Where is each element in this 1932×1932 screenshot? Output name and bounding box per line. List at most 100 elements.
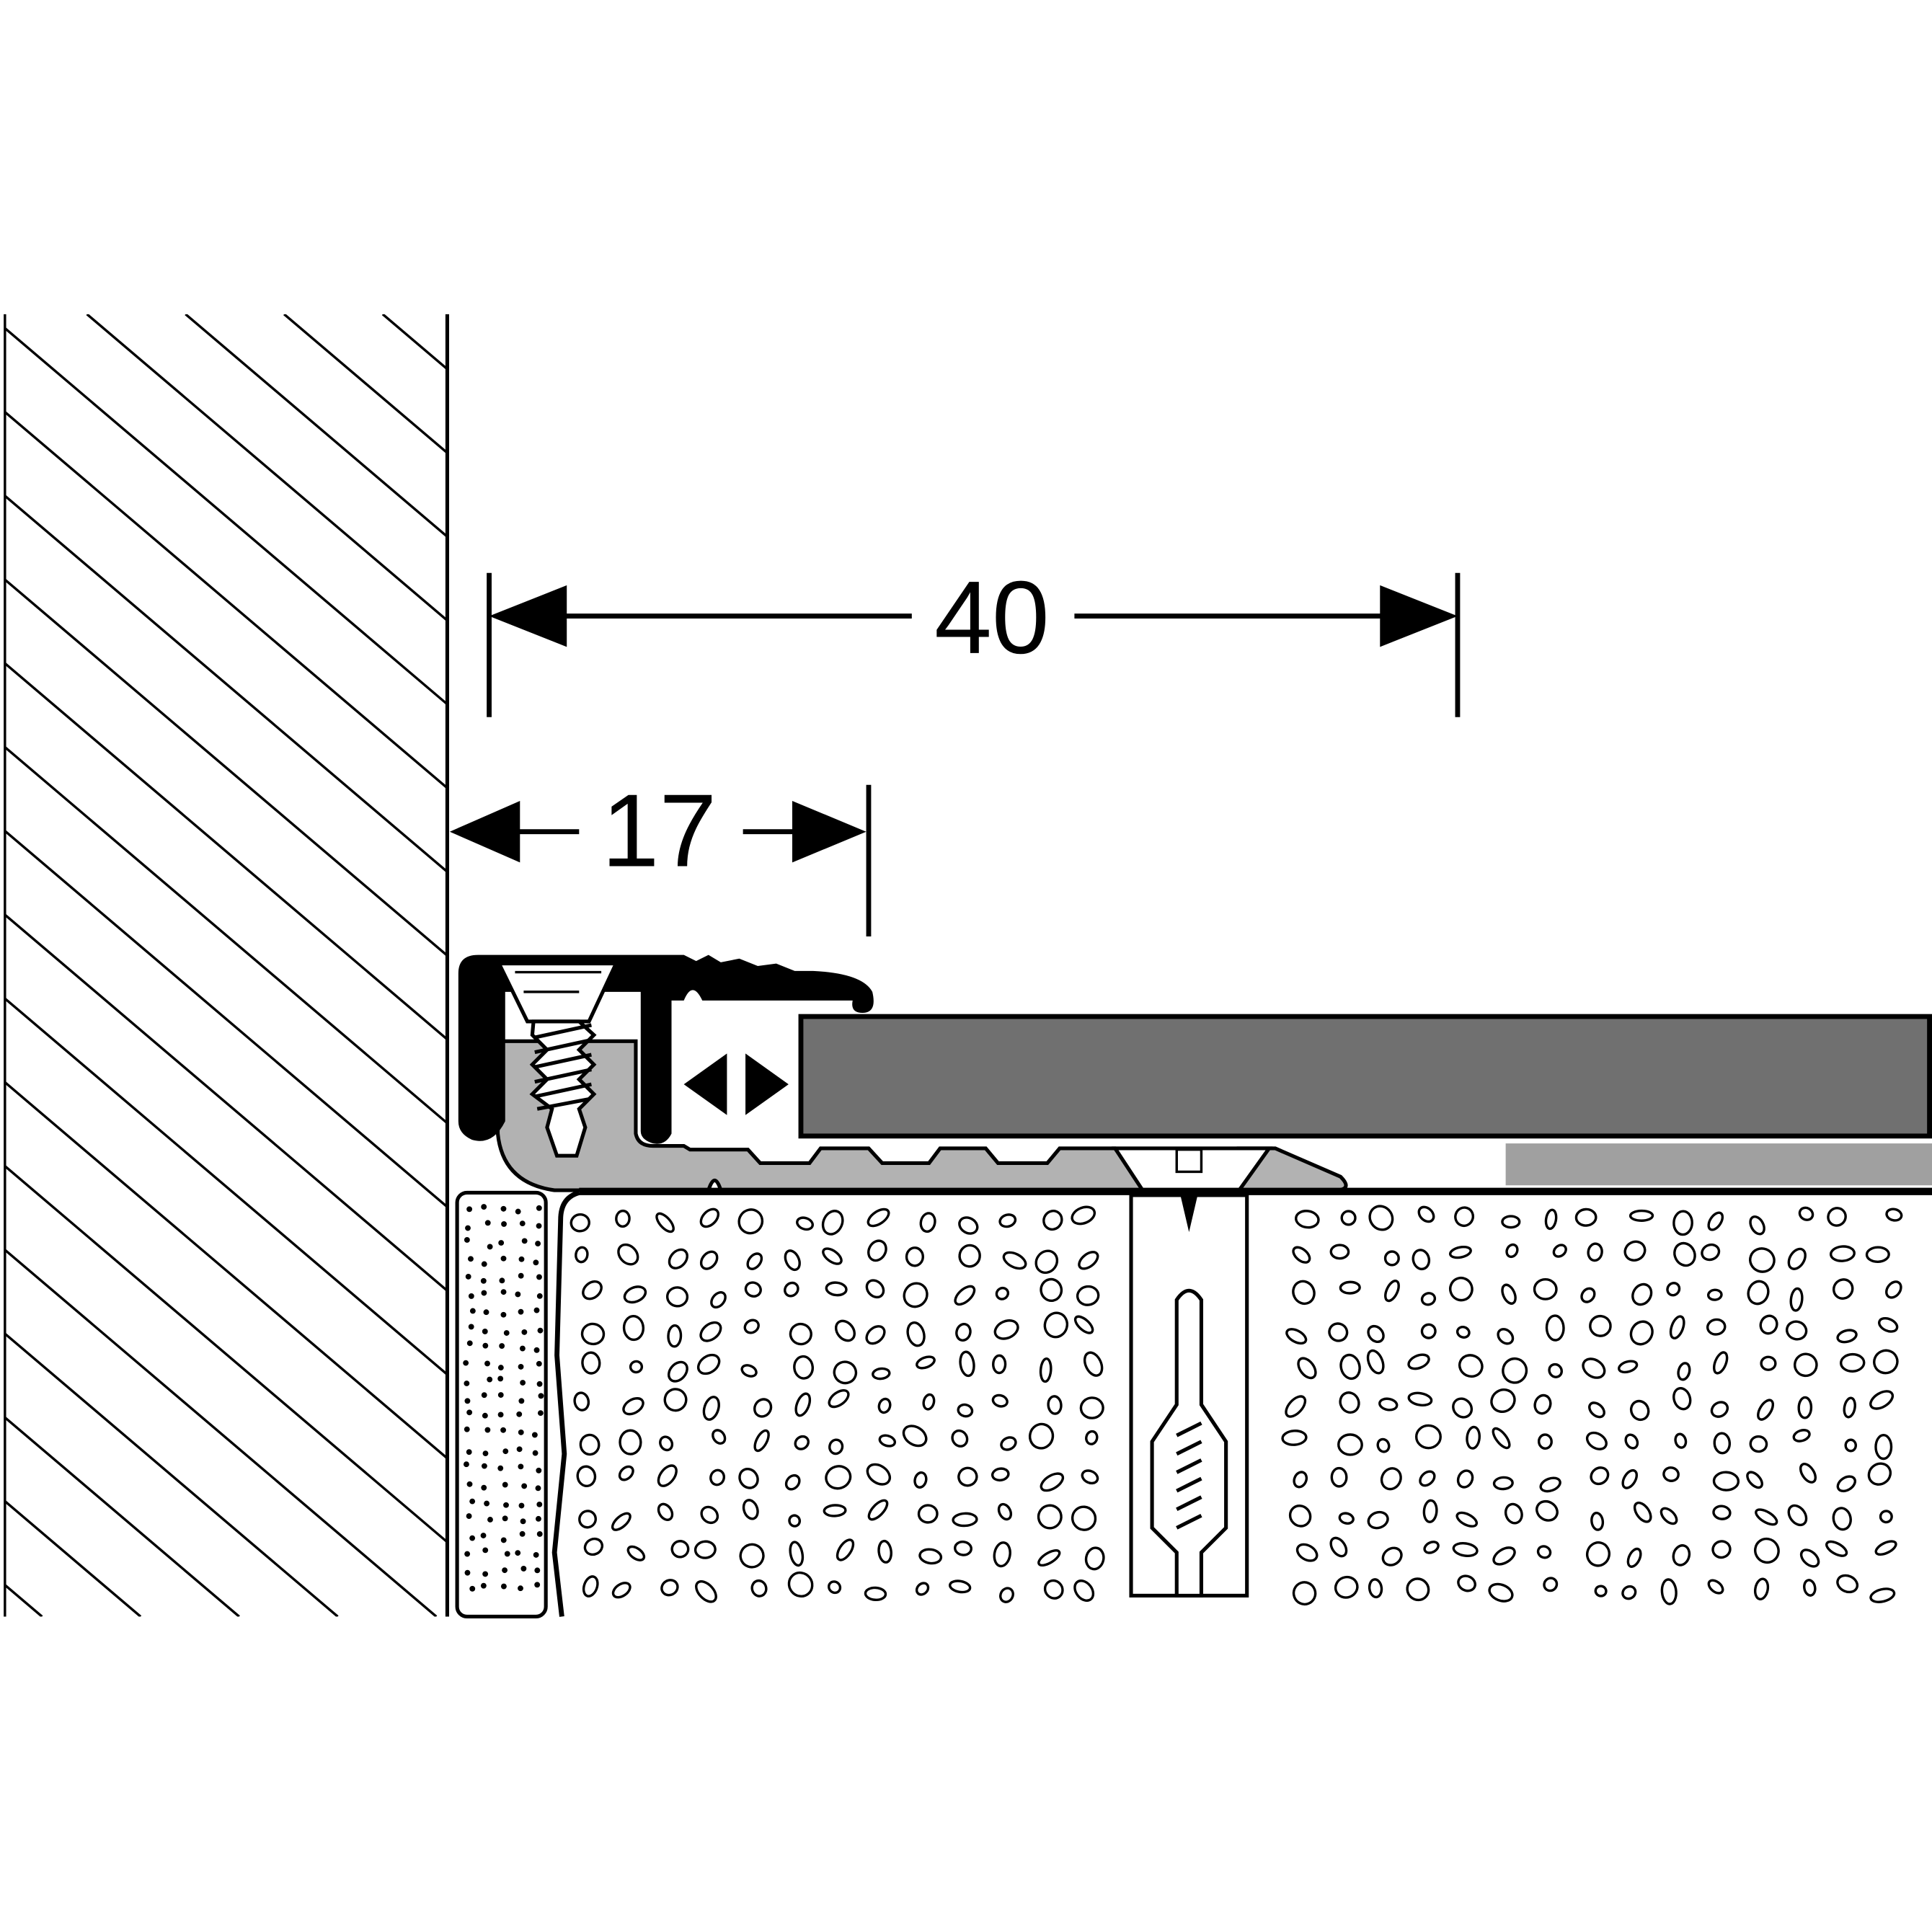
insulation-dot — [497, 1375, 504, 1382]
aggregate-pebble — [1869, 1390, 1895, 1410]
aggregate-pebble — [753, 1398, 773, 1418]
aggregate-pebble — [1789, 1287, 1804, 1312]
arrow-left-icon — [449, 800, 520, 863]
insulation-dot — [516, 1446, 523, 1453]
wall-section — [4, 314, 449, 1617]
insulation-dot — [464, 1398, 471, 1404]
arrow-right-icon — [1380, 585, 1458, 647]
aggregate-pebble — [663, 1388, 688, 1412]
aggregate-pebble — [1412, 1249, 1431, 1271]
aggregate-pebble — [1454, 1206, 1475, 1228]
aggregate-pebble — [1580, 1287, 1596, 1303]
hatch-line — [381, 314, 448, 371]
insulation-dot — [532, 1450, 539, 1456]
aggregate-pebble — [1799, 1463, 1817, 1484]
insulation-dot — [469, 1498, 476, 1505]
insulation-dot — [519, 1345, 526, 1352]
insulation-dot — [536, 1531, 543, 1537]
insulation-dot — [469, 1535, 476, 1541]
aggregate-pebble — [668, 1248, 688, 1269]
insulation-dot — [484, 1427, 491, 1433]
aggregate-pebble — [877, 1397, 892, 1414]
insulation-dot — [502, 1567, 508, 1574]
insulation-dot — [465, 1225, 471, 1231]
aggregate-pebble — [1836, 1475, 1856, 1493]
aggregate-pebble — [1621, 1585, 1637, 1600]
aggregate-pebble — [1662, 1466, 1680, 1482]
aggregate-pebble — [1832, 1507, 1852, 1531]
aggregate-pebble — [1043, 1579, 1064, 1600]
insulation-dot — [518, 1502, 525, 1509]
aggregate-pebble — [1334, 1575, 1359, 1599]
insulation-dot — [464, 1426, 470, 1432]
aggregate-pebble — [667, 1360, 688, 1383]
aggregate-pebble — [1587, 1242, 1603, 1262]
aggregate-pebble — [1407, 1353, 1430, 1370]
aggregate-pebble — [581, 1351, 601, 1375]
aggregate-pebble — [1874, 1433, 1893, 1461]
insulation-dot — [481, 1392, 487, 1399]
insulation-dot — [463, 1461, 469, 1468]
insulation-dot — [533, 1347, 540, 1353]
aggregate-pebble — [878, 1434, 897, 1448]
hatch-line — [4, 1332, 339, 1617]
hatch-line — [4, 411, 448, 789]
aggregate-pebble — [1712, 1351, 1729, 1375]
aggregate-pebble — [1629, 1320, 1654, 1346]
adjustment-arrows-icon — [683, 1053, 789, 1115]
aggregate-pebble — [1043, 1311, 1069, 1339]
aggregate-pebble — [834, 1319, 856, 1342]
aggregate-pebble — [789, 1541, 805, 1567]
aggregate-pebble — [1071, 1205, 1096, 1226]
insulation-dot — [500, 1289, 507, 1295]
aggregate-pebble — [1295, 1543, 1319, 1562]
insulation-dot — [500, 1583, 507, 1590]
aggregate-pebble — [1492, 1476, 1514, 1491]
aggregate-pebble — [1543, 1577, 1559, 1592]
aggregate-pebble — [1452, 1397, 1474, 1419]
concrete-screed — [551, 1190, 1903, 1617]
aggregate-pebble — [1618, 1360, 1639, 1374]
aggregate-pebble — [1711, 1540, 1732, 1559]
insulation-dot — [481, 1290, 487, 1296]
aggregate-pebble — [995, 1286, 1010, 1300]
aggregate-pebble — [743, 1319, 760, 1334]
aggregate-pebble — [915, 1582, 930, 1596]
insulation-dot — [466, 1449, 472, 1455]
aggregate-pebble — [1713, 1432, 1732, 1455]
insulation-dot — [497, 1412, 504, 1418]
insulation-dot — [537, 1410, 544, 1417]
insulation-dot — [504, 1551, 510, 1557]
insulation-dot — [518, 1585, 523, 1592]
dimension-label-40: 40 — [934, 560, 1050, 675]
insulation-dot — [515, 1291, 521, 1298]
aggregate-pebble — [1295, 1210, 1320, 1229]
dimension-17: 17 — [449, 774, 872, 936]
aggregate-pebble — [1574, 1208, 1598, 1227]
insulation-dot — [468, 1256, 474, 1262]
underlay — [1505, 1143, 1932, 1186]
insulation-dot — [503, 1502, 509, 1508]
aggregate-pebble — [1594, 1585, 1608, 1598]
aggregate-pebble — [1660, 1507, 1678, 1525]
aggregate-pebble — [1380, 1467, 1402, 1491]
aggregate-pebble — [1869, 1587, 1896, 1603]
aggregate-pebble — [828, 1438, 844, 1455]
aggregate-pebble — [1497, 1328, 1515, 1345]
aggregate-pebble — [1492, 1427, 1511, 1450]
aggregate-pebble — [1081, 1469, 1099, 1485]
aggregate-pebble — [1747, 1280, 1770, 1306]
aggregate-pebble — [1368, 1578, 1383, 1599]
aggregate-pebble — [821, 1210, 844, 1236]
insulation-dot — [464, 1381, 470, 1386]
aggregate-pebble — [784, 1281, 799, 1298]
insulation-dot — [518, 1308, 524, 1315]
aggregate-pebble — [1588, 1401, 1605, 1419]
hatch-line — [4, 495, 448, 873]
aggregate-pebble — [1533, 1393, 1552, 1415]
aggregate-pebble — [794, 1435, 810, 1450]
aggregate-pebble — [1073, 1315, 1094, 1334]
aggregate-pebble — [1867, 1462, 1892, 1486]
aggregate-pebble — [918, 1548, 943, 1565]
insulation-dot — [499, 1277, 505, 1284]
